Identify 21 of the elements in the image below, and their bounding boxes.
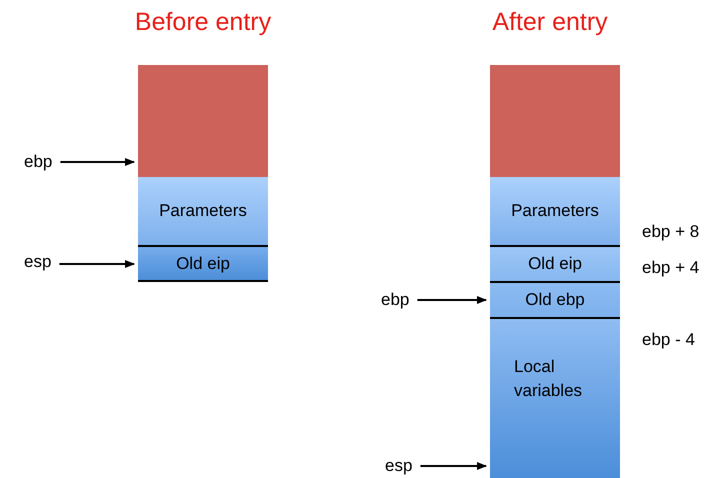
offset-label: ebp - 4 — [642, 330, 695, 350]
register-label: ebp — [381, 290, 410, 310]
stack-block — [490, 65, 620, 177]
offset-label: ebp + 8 — [642, 222, 700, 242]
arrow — [60, 158, 135, 166]
stack-block: Local variables — [490, 319, 620, 478]
register-label: ebp — [24, 152, 52, 172]
stack-block — [138, 65, 268, 177]
arrow — [420, 462, 487, 470]
stack-title: After entry — [492, 8, 608, 37]
arrow — [59, 260, 135, 268]
arrow — [417, 296, 487, 304]
stack-block: Parameters — [138, 177, 268, 247]
stack-block: Parameters — [490, 177, 620, 247]
offset-label: ebp + 4 — [642, 258, 700, 278]
stack-title: Before entry — [134, 8, 272, 37]
stack-block: Old ebp — [490, 283, 620, 319]
stack-block: Old eip — [138, 247, 268, 282]
stack-block: Old eip — [490, 247, 620, 283]
register-label: esp — [24, 252, 52, 272]
register-label: esp — [385, 456, 412, 476]
